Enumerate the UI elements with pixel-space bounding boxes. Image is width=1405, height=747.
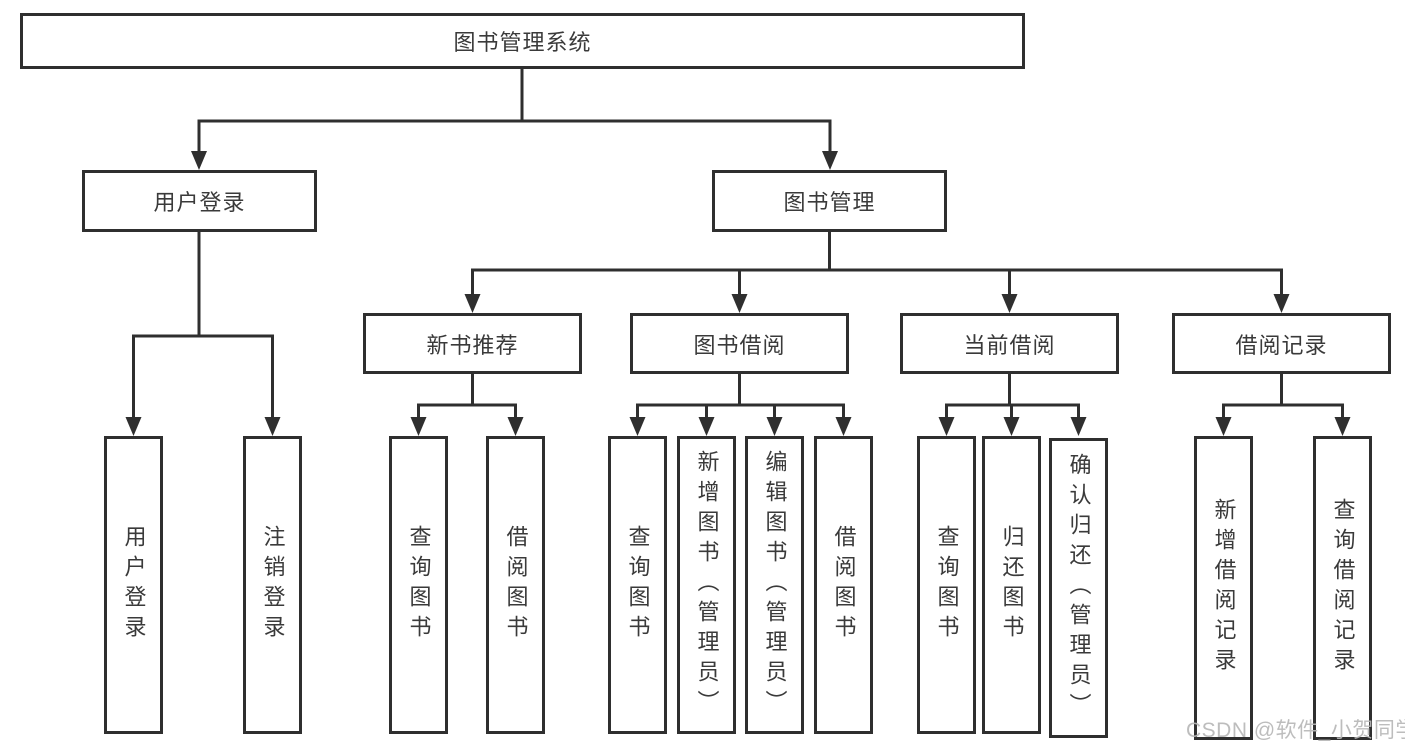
- leaf-add-borrow-record: 新增借阅记录: [1194, 436, 1253, 740]
- watermark: CSDN @软件_小贺同学: [1186, 719, 1405, 742]
- leaf-query-books-recommend: 查询图书: [389, 436, 448, 734]
- leaf-edit-book-admin: 编辑图书（管理员）: [745, 436, 804, 734]
- node-book-borrow: 图书借阅: [630, 313, 849, 374]
- node-new-book-recommend: 新书推荐: [363, 313, 582, 374]
- leaf-return-book: 归还图书: [982, 436, 1041, 734]
- node-book-management: 图书管理: [712, 170, 947, 232]
- leaf-query-borrow-record: 查询借阅记录: [1313, 436, 1372, 740]
- node-root-system: 图书管理系统: [20, 13, 1025, 69]
- leaf-borrow-books-recommend: 借阅图书: [486, 436, 545, 734]
- leaf-logout: 注销登录: [243, 436, 302, 734]
- leaf-confirm-return-admin: 确认归还（管理员）: [1049, 438, 1108, 738]
- leaf-borrow-books: 借阅图书: [814, 436, 873, 734]
- node-borrow-records: 借阅记录: [1172, 313, 1391, 374]
- leaf-user-login: 用户登录: [104, 436, 163, 734]
- leaf-add-book-admin: 新增图书（管理员）: [677, 436, 736, 734]
- node-user-login: 用户登录: [82, 170, 317, 232]
- node-current-borrow: 当前借阅: [900, 313, 1119, 374]
- leaf-query-books-current: 查询图书: [917, 436, 976, 734]
- leaf-query-books-borrow: 查询图书: [608, 436, 667, 734]
